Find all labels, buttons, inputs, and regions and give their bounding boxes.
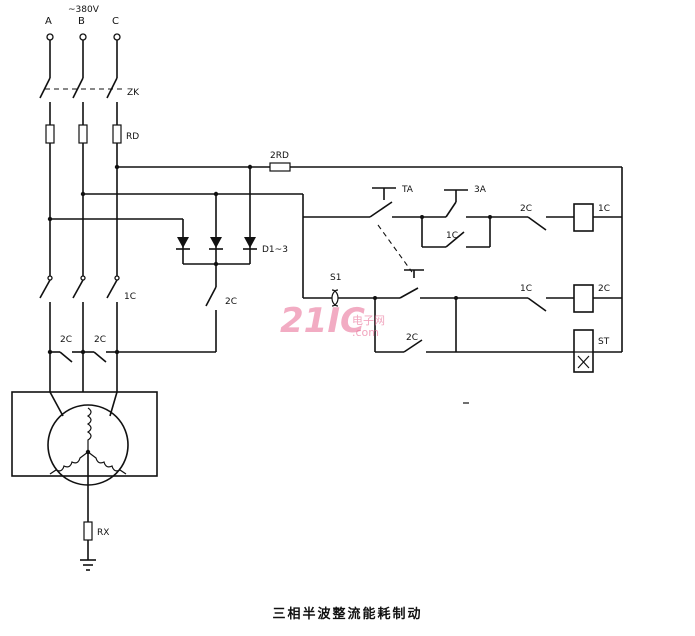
label-contact-1c-hold: 1C	[446, 231, 458, 241]
label-motor-contact-2c-right: 2C	[94, 335, 106, 345]
hold-contact-2c: 2C	[374, 298, 457, 353]
start-button-3a: 3A 1C	[420, 185, 492, 248]
watermark: 21IC 电子网 .com	[280, 301, 385, 341]
label-phase-a: A	[45, 16, 52, 27]
watermark-suffix: .com	[352, 326, 379, 339]
label-breaker: ZK	[127, 88, 140, 98]
label-time-relay: ST	[598, 337, 610, 347]
phase-terminals: A B C ~380V	[45, 5, 121, 41]
label-start-button: 3A	[474, 185, 487, 195]
rectifier-d1-3: D1~3	[50, 167, 288, 267]
label-motor-contact-2c-left: 2C	[60, 335, 72, 345]
label-phase-b: B	[78, 16, 85, 27]
label-dc-contact-2c: 2C	[225, 297, 237, 307]
main-contactor-1c: 1C	[39, 275, 136, 352]
label-coil-2c: 2C	[598, 284, 610, 294]
coil-2c	[573, 284, 594, 313]
resistor-rx: RX	[80, 452, 109, 571]
fuse-2rd	[269, 162, 291, 172]
watermark-site-cn: 电子网	[352, 314, 385, 327]
label-main-contactor-1c: 1C	[124, 292, 136, 302]
label-contact-1c-lower: 1C	[520, 284, 532, 294]
stop-button-ta: TA	[369, 185, 422, 218]
terminal-a	[46, 33, 54, 41]
coil-1c	[573, 203, 594, 232]
label-phase-c: C	[112, 16, 119, 27]
label-stop-button: TA	[401, 185, 414, 195]
label-fuses: RD	[126, 132, 139, 142]
fuses: RD	[45, 124, 139, 144]
label-supply-voltage: ~380V	[68, 5, 100, 15]
terminal-b	[79, 33, 87, 41]
diagram-caption: 三相半波整流能耗制动	[272, 607, 423, 622]
label-resistor: RX	[97, 528, 109, 538]
label-contact-2c-top: 2C	[520, 204, 532, 214]
selector-switch-s1: S1	[303, 273, 377, 307]
time-relay-st: ST	[456, 329, 622, 373]
terminal-c	[113, 33, 121, 41]
label-coil-1c: 1C	[598, 204, 610, 214]
label-fuse-2: 2RD	[270, 151, 289, 161]
main-breaker: ZK	[39, 40, 140, 125]
coil-2c-branch: 1C 2C	[456, 284, 622, 313]
watermark-logo: 21IC	[280, 301, 365, 341]
label-selector-switch: S1	[330, 273, 341, 283]
coil-1c-branch: 2C 1C	[490, 203, 622, 232]
motor	[11, 391, 158, 486]
motor-braking-contacts: 2C 2C	[47, 335, 216, 363]
label-contact-2c-lower: 2C	[406, 333, 418, 343]
dc-contact-2c: 2C	[205, 264, 237, 352]
label-rectifier-diodes: D1~3	[262, 245, 288, 255]
